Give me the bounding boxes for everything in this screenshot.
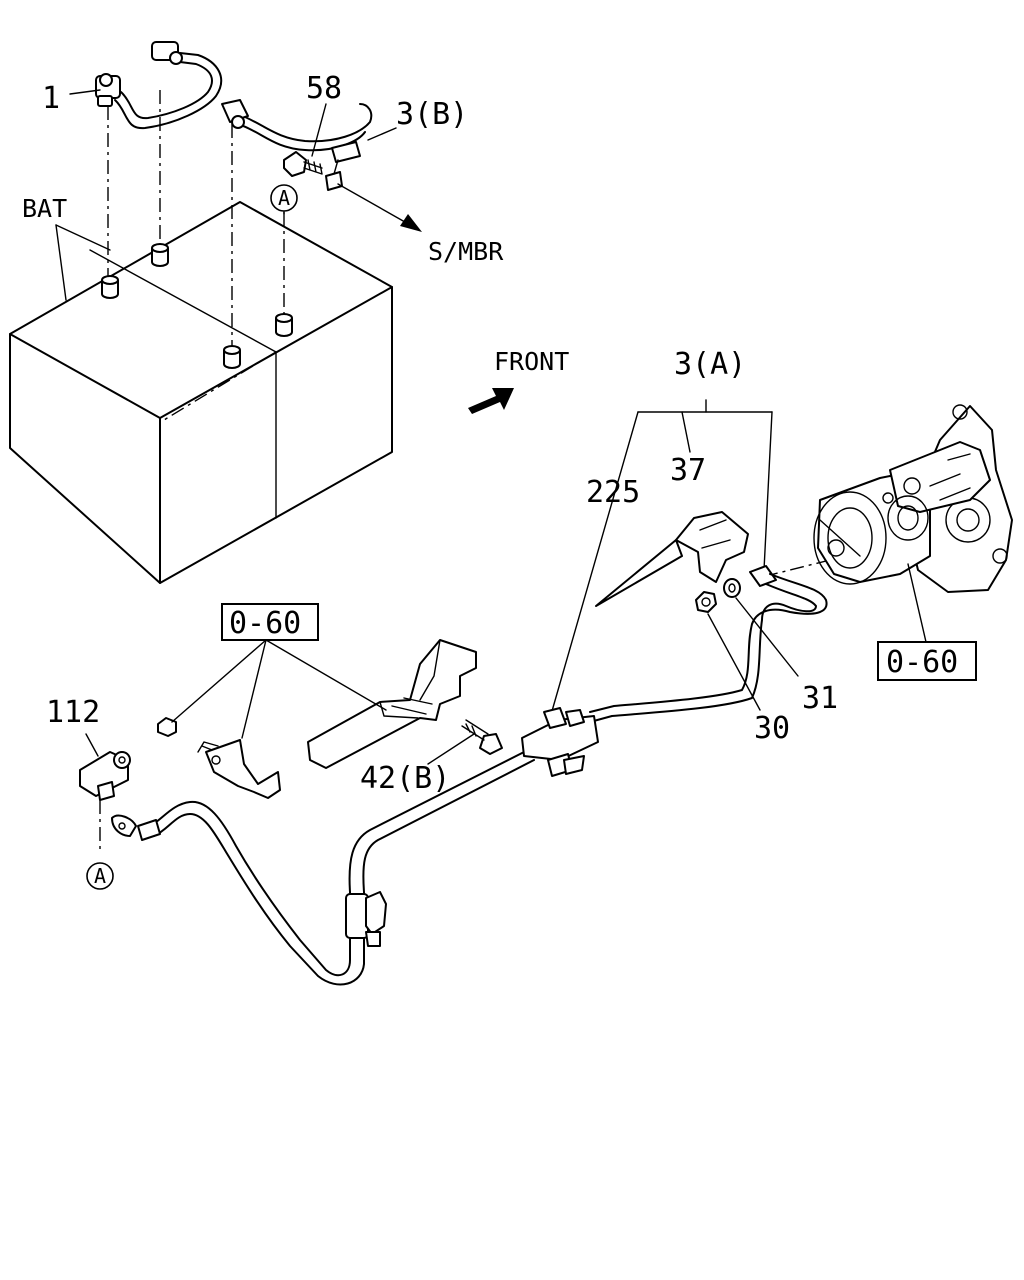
s-mbr-arrow — [337, 183, 422, 232]
cable-clip-225 — [521, 707, 599, 777]
ref-box-0-60-right: 0-60 — [877, 641, 977, 681]
battery-cable-3b — [221, 99, 373, 191]
part-1-label: 1 — [42, 81, 60, 116]
part-112-label: 112 — [46, 695, 100, 730]
battery-clamp-112 — [79, 733, 131, 850]
ref-a-bottom-label: A — [94, 864, 106, 888]
nut-30 — [695, 591, 717, 613]
part-31-label: 31 — [802, 681, 838, 716]
ref-circle-a-bottom: A — [86, 862, 114, 890]
leader-lines-top — [55, 89, 397, 301]
part-30-label: 30 — [754, 711, 790, 746]
washer-31 — [723, 578, 741, 598]
assembly-center-lines — [107, 90, 931, 584]
terminal-post — [101, 275, 119, 299]
leader-lines-bracket — [171, 639, 475, 765]
battery-box — [9, 201, 393, 584]
front-arrow-icon — [468, 388, 514, 414]
main-starter-cable — [111, 565, 828, 986]
part-58-label: 58 — [306, 71, 342, 106]
part-225-label: 225 — [586, 475, 640, 510]
part-37-label: 37 — [670, 453, 706, 488]
ref-circle-a-top: A — [270, 184, 298, 212]
part-3b-label: 3(B) — [396, 97, 468, 132]
terminal-post — [275, 313, 293, 337]
battery-cable-1 — [95, 41, 223, 130]
ref-0-60-left-label: 0-60 — [229, 606, 301, 641]
battery-terminals — [101, 243, 293, 369]
ref-box-0-60-left: 0-60 — [221, 603, 319, 641]
starter-motor — [813, 404, 1013, 593]
bat-label: BAT — [22, 194, 67, 223]
leader-lines-30-31 — [707, 597, 799, 711]
s-mbr-label: S/MBR — [428, 237, 504, 266]
ref-a-top-label: A — [278, 186, 290, 210]
part-3a-label: 3(A) — [674, 347, 746, 382]
bracket-assembly — [157, 639, 503, 799]
leader-lines-starter — [907, 563, 927, 643]
leader-lines-3a — [549, 399, 773, 719]
terminal-post — [151, 243, 169, 267]
part-42b-label: 42(B) — [360, 761, 450, 796]
front-label: FRONT — [494, 347, 569, 376]
ref-0-60-right-label: 0-60 — [886, 645, 958, 680]
terminal-boot-37 — [595, 511, 749, 607]
bolt-58 — [283, 151, 323, 177]
terminal-post — [223, 345, 241, 369]
